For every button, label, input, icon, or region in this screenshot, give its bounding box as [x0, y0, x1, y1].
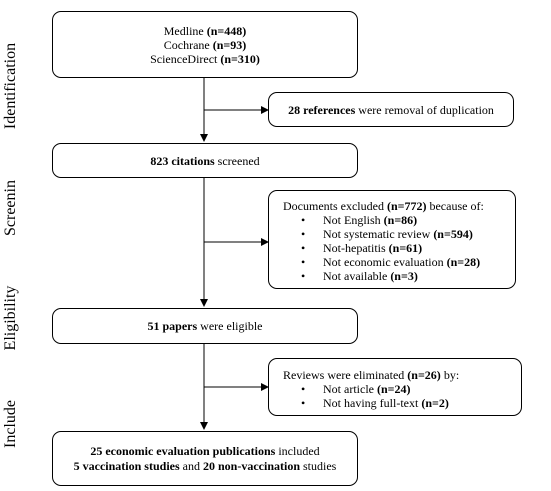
duplication-text: 28 references were removal of duplicatio…: [288, 102, 494, 117]
list-item: Not article (n=24): [283, 382, 517, 396]
list-item: Not having full-text (n=2): [283, 396, 517, 410]
eliminated-box: Reviews were eliminated (n=26) by: Not a…: [268, 358, 522, 416]
eligible-box: 51 papers were eligible: [52, 308, 358, 344]
screened-box: 823 citations screened: [52, 143, 358, 178]
duplication-box: 28 references were removal of duplicatio…: [268, 92, 514, 127]
included-line-1: 25 economic evaluation publications incl…: [90, 443, 320, 458]
screened-text: 823 citations screened: [150, 153, 260, 168]
list-item: Not available (n=3): [283, 269, 511, 283]
eliminated-reasons-list: Not article (n=24) Not having full-text …: [283, 382, 517, 410]
list-item: Not English (n=86): [283, 213, 511, 227]
source-cochrane: Cochrane (n=93): [163, 37, 247, 52]
excluded-reasons-list: Not English (n=86) Not systematic review…: [283, 213, 511, 283]
excluded-box: Documents excluded (n=772) because of: N…: [268, 190, 516, 289]
source-sciencedirect: ScienceDirect (n=310): [150, 51, 260, 66]
included-box: 25 economic evaluation publications incl…: [52, 431, 358, 486]
list-item: Not systematic review (n=594): [283, 227, 511, 241]
eliminated-header: Reviews were eliminated (n=26) by:: [283, 368, 460, 382]
identification-box: Medline (n=448) Cochrane (n=93) ScienceD…: [52, 11, 358, 78]
list-item: Not economic evaluation (n=28): [283, 255, 511, 269]
source-medline: Medline (n=448): [163, 23, 247, 38]
included-line-2: 5 vaccination studies and 20 non-vaccina…: [73, 458, 337, 473]
list-item: Not-hepatitis (n=61): [283, 241, 511, 255]
excluded-header: Documents excluded (n=772) because of:: [283, 199, 484, 213]
eligible-text: 51 papers were eligible: [147, 319, 263, 333]
